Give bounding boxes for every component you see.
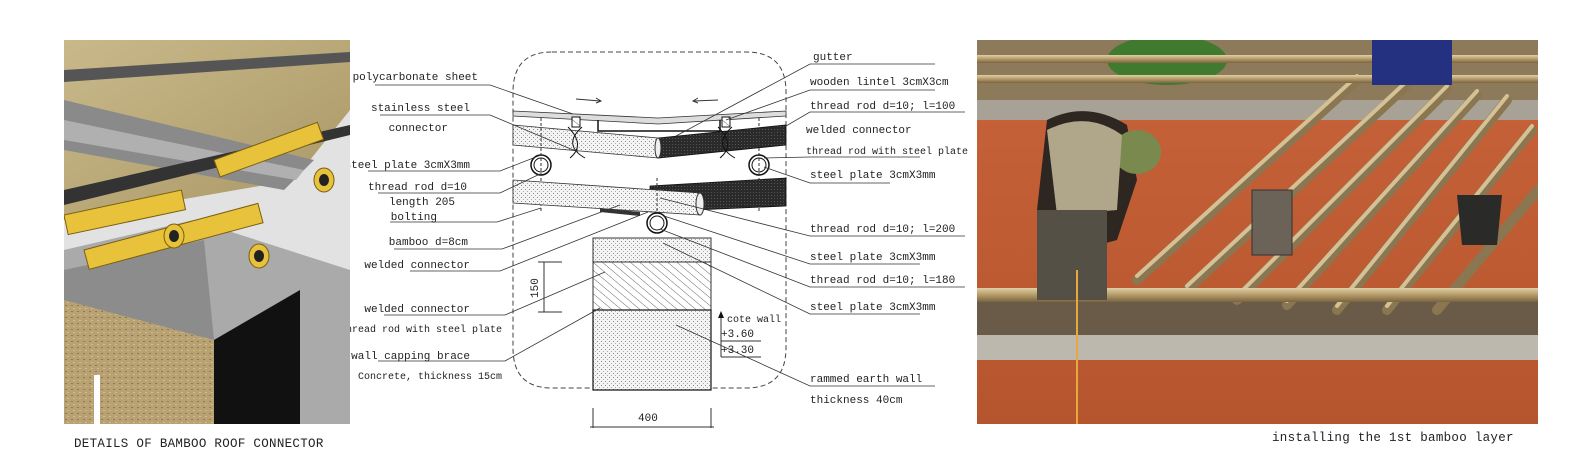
label-welded-connector-2: welded connector [364, 304, 470, 316]
label-stainless-steel: stainless steel [371, 103, 470, 115]
right-caption: installing the 1st bamboo layer [1272, 431, 1514, 445]
label-thread-rod-l180: thread rod d=10; l=180 [810, 275, 955, 287]
elevation-upper: +3.60 [721, 329, 754, 341]
label-welded-connector-1: welded connector [364, 260, 470, 272]
label-concrete-thickness: Concrete, thickness 15cm [358, 371, 502, 383]
label-bolting: bolting [391, 212, 437, 224]
elevation-title: cote wall [727, 314, 781, 326]
right-leaders [659, 63, 965, 387]
label-gutter: gutter [813, 52, 853, 64]
label-welded-connector-right: welded connector [806, 125, 912, 137]
label-thread-rod-l100: thread rod d=10; l=100 [810, 101, 955, 113]
label-steel-plate-right-2: steel plate 3cmX3mm [810, 252, 936, 264]
label-connector: connector [389, 123, 448, 135]
dimension-width: 400 [638, 413, 658, 425]
label-wooden-lintel: wooden lintel 3cmX3cm [810, 77, 949, 89]
section-drawing: 150 400 cote wall +3.60 +3.30 [340, 51, 968, 428]
label-polycarbonate-sheet: polycarbonate sheet [353, 72, 478, 84]
label-wall-capping-brace: wall capping brace [351, 351, 470, 363]
label-bamboo-d8cm: bamboo d=8cm [389, 237, 469, 249]
label-thread-rod-steel-plate-left: thread rod with steel plate [350, 324, 502, 336]
photo-illustration [977, 35, 1543, 424]
detail-boundary [512, 51, 787, 389]
connector-section-diagram: 150 400 cote wall +3.60 +3.30 [340, 40, 977, 430]
label-length-205: length 205 [389, 197, 455, 209]
label-thickness-40cm: thickness 40cm [810, 395, 903, 407]
label-steel-plate-left: steel plate 3cmX3mm [350, 160, 470, 172]
roof-connector-render [63, 40, 350, 424]
label-steel-plate-right-3: steel plate 3cmX3mm [810, 302, 936, 314]
label-thread-rod-l200: thread rod d=10; l=200 [810, 224, 955, 236]
label-thread-rod-steel-plate-right: thread rod with steel plate [806, 146, 968, 158]
left-leaders [368, 84, 649, 362]
construction-photo [977, 35, 1543, 424]
label-thread-rod-d10: thread rod d=10 [368, 182, 467, 194]
elevation-lower: +3.30 [721, 345, 754, 357]
label-steel-plate-right-1: steel plate 3cmX3mm [810, 170, 936, 182]
render-illustration [63, 40, 350, 424]
dimension-height: 150 [530, 278, 542, 298]
left-caption: DETAILS OF BAMBOO ROOF CONNECTOR [74, 437, 324, 451]
label-rammed-earth-wall: rammed earth wall [810, 374, 922, 386]
